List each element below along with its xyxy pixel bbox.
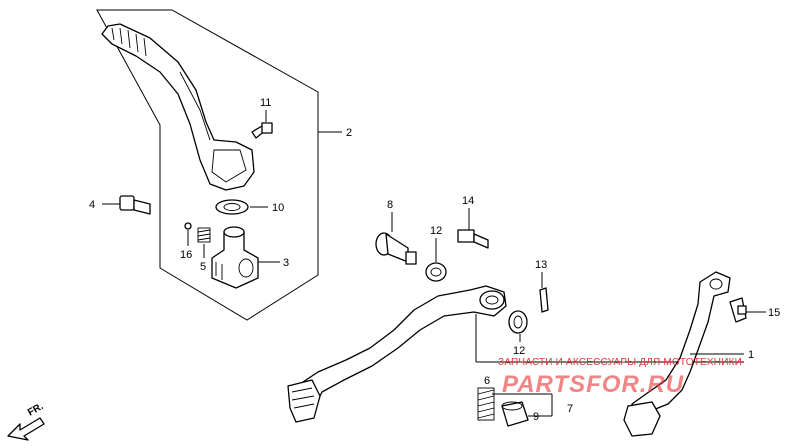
- collar-9: [501, 401, 529, 427]
- callout-2: 2: [346, 127, 352, 139]
- gearshift-pedal-1: [623, 271, 731, 437]
- callout-6: 6: [484, 375, 490, 387]
- callout-12-lower: 12: [513, 345, 525, 357]
- spring-5: [197, 227, 211, 243]
- callout-3: 3: [283, 257, 289, 269]
- callout-15: 15: [768, 307, 780, 319]
- watermark-brand: PARTSFOR.RU: [502, 371, 684, 398]
- pedal-arm-6: [287, 285, 507, 423]
- callout-16: 16: [180, 249, 192, 261]
- callout-9: 9: [533, 411, 539, 423]
- callout-10: 10: [272, 202, 284, 214]
- joint-14: [457, 229, 489, 249]
- kickstarter-group-frame: [96, 9, 319, 321]
- callout-12-upper: 12: [430, 225, 442, 237]
- spindle-3: [211, 226, 259, 289]
- bolt-4: [119, 195, 151, 215]
- callout-11: 11: [260, 97, 271, 109]
- cotter-pin-13: [539, 287, 549, 313]
- seal-10: [215, 199, 249, 215]
- bolt-15: [729, 297, 747, 323]
- kickstarter-arm: [101, 23, 255, 191]
- callout-1: 1: [748, 349, 754, 361]
- watermark-subtitle: ЗАПЧАСТИ И АКСЕССУАРЫ ДЛЯ МОТОТЕХНИКИ: [498, 357, 742, 368]
- front-direction-label: FR.: [26, 401, 46, 419]
- callout-5: 5: [200, 261, 206, 273]
- front-direction-arrow: FR.: [7, 401, 46, 441]
- callout-8: 8: [387, 199, 393, 211]
- seal-12-upper: [425, 262, 447, 282]
- callout-7: 7: [567, 403, 573, 415]
- callout-13: 13: [535, 259, 547, 271]
- pivot-bolt-8: [375, 232, 417, 265]
- callout-14: 14: [462, 195, 474, 207]
- spring-6: [477, 387, 495, 421]
- bolt-11: [251, 122, 273, 139]
- ball-16: [184, 222, 192, 230]
- callout-4: 4: [89, 199, 95, 211]
- seal-12-lower: [508, 310, 528, 334]
